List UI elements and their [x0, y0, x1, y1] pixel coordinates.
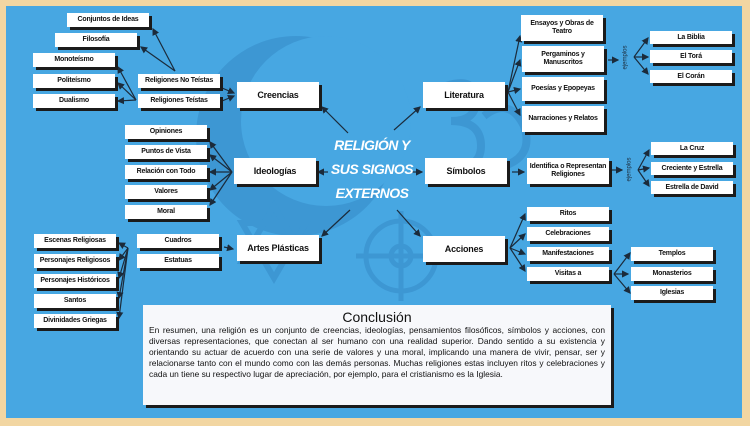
node-personajes-historicos: Personajes Históricos: [34, 274, 116, 288]
node-creciente-y-estrella: Creciente y Estrella: [651, 162, 733, 175]
node-pergaminos: Pergaminos y Manuscritos: [522, 46, 604, 72]
node-divinidades-griegas: Divinidades Griegas: [34, 314, 116, 328]
node-santos: Santos: [34, 294, 116, 308]
node-valores: Valores: [125, 185, 207, 199]
node-personajes-religiosos: Personajes Religiosos: [34, 254, 116, 268]
node-identifica: Identifica o Representan Religiones: [527, 158, 609, 184]
node-ideologias: Ideologías: [234, 158, 316, 184]
node-monoteismo: Monoteísmo: [33, 53, 115, 67]
background-decoration: [196, 36, 531, 301]
node-templos: Templos: [631, 247, 713, 261]
node-la-cruz: La Cruz: [651, 142, 733, 155]
node-politeismo: Politeísmo: [33, 74, 115, 88]
node-celebraciones: Celebraciones: [527, 227, 609, 241]
node-conjuntos-de-ideas: Conjuntos de Ideas: [67, 13, 149, 27]
node-el-tora: El Torá: [650, 50, 732, 63]
node-literatura: Literatura: [423, 82, 505, 108]
node-opiniones: Opiniones: [125, 125, 207, 139]
node-dualismo: Dualismo: [33, 94, 115, 108]
node-ensayos: Ensayos y Obras de Teatro: [521, 15, 603, 41]
node-monasterios: Monasterios: [631, 267, 713, 281]
node-religiones-no-teistas: Religiones No Teístas: [138, 74, 220, 88]
ejemplos-label: ejemplos: [626, 157, 633, 182]
node-escenas-religiosas: Escenas Religiosas: [34, 234, 116, 248]
node-estrella-de-david: Estrella de David: [651, 181, 733, 194]
node-narraciones: Narraciones y Relatos: [522, 106, 604, 132]
node-cuadros: Cuadros: [137, 234, 219, 248]
node-artes-plasticas: Artes Plásticas: [237, 235, 319, 261]
node-manifestaciones: Manifestaciones: [527, 247, 609, 261]
node-creencias: Creencias: [237, 82, 319, 108]
node-poesias: Poesías y Epopeyas: [522, 77, 604, 101]
node-estatuas: Estatuas: [137, 254, 219, 268]
main-title: RELIGIÓN Y SUS SIGNOS EXTERNOS: [330, 137, 414, 201]
node-el-coran: El Corán: [650, 70, 732, 83]
node-relacion-con-todo: Relación con Todo: [125, 165, 207, 179]
node-acciones: Acciones: [423, 236, 505, 262]
node-puntos-de-vista: Puntos de Vista: [125, 145, 207, 159]
ejemplos-label: ejemplos: [622, 45, 629, 70]
conclusion-text: En resumen, una religión es un conjunto …: [149, 325, 605, 379]
conclusion-box: Conclusión En resumen, una religión es u…: [143, 305, 611, 405]
node-moral: Moral: [125, 205, 207, 219]
node-visitas-a: Visitas a: [527, 267, 609, 281]
node-ritos: Ritos: [527, 207, 609, 221]
node-la-biblia: La Biblia: [650, 31, 732, 44]
node-filosofia: Filosofía: [55, 33, 137, 47]
node-iglesias: Iglesias: [631, 286, 713, 300]
node-religiones-teistas: Religiones Teístas: [138, 94, 220, 108]
conclusion-title: Conclusión: [342, 309, 412, 325]
node-simbolos: Símbolos: [425, 158, 507, 184]
